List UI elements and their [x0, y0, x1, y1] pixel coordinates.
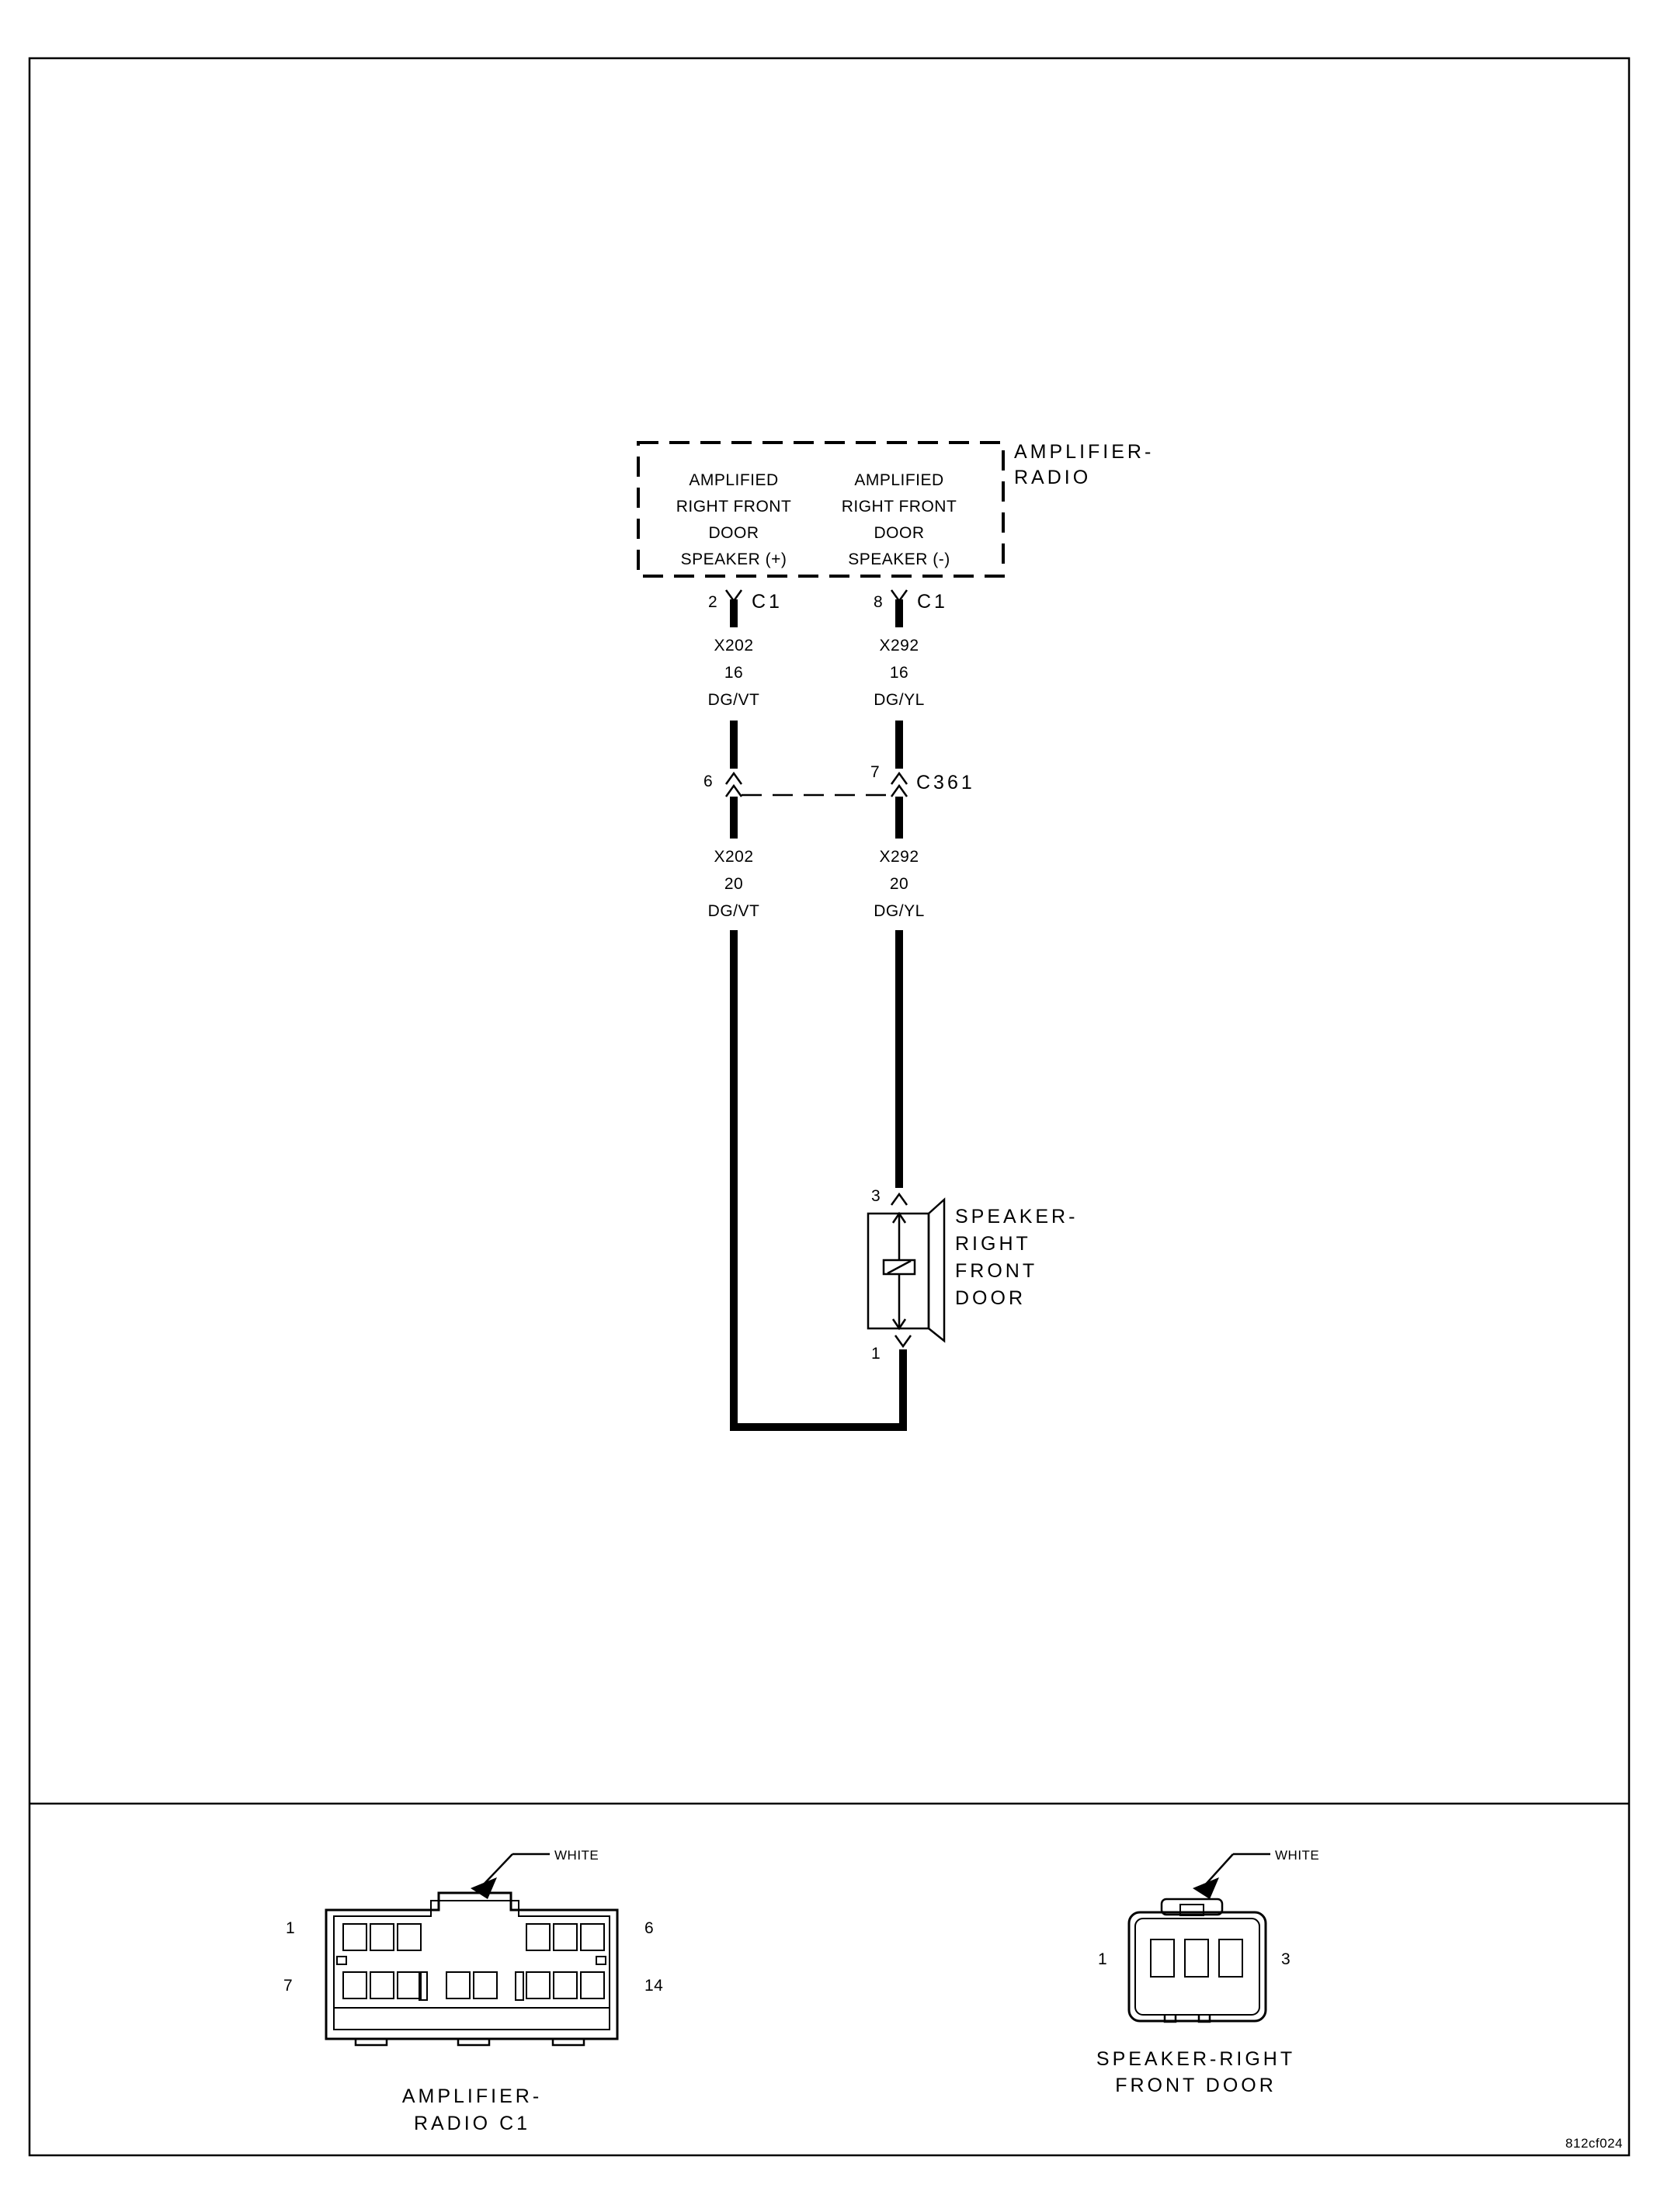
- svg-text:20: 20: [724, 875, 743, 893]
- speaker-right-front-door: 3 1 SPEAKER- RIGHT FRONT DOOR: [867, 1187, 1078, 1363]
- wire-label-x202-lower: X202 20 DG/VT: [708, 848, 760, 920]
- svg-text:RADIO C1: RADIO C1: [414, 2113, 530, 2134]
- svg-text:7: 7: [870, 763, 880, 781]
- svg-text:1: 1: [286, 1919, 295, 1937]
- wire-label-x292-upper: X292 16 DG/YL: [874, 637, 925, 709]
- module-pin-label-right: AMPLIFIED RIGHT FRONT DOOR SPEAKER (-): [842, 471, 957, 568]
- svg-text:DG/YL: DG/YL: [874, 902, 925, 920]
- svg-text:1: 1: [1098, 1950, 1107, 1968]
- svg-text:X202: X202: [714, 848, 753, 866]
- svg-text:C1: C1: [752, 591, 783, 613]
- module-pin-label-left: AMPLIFIED RIGHT FRONT DOOR SPEAKER (+): [676, 471, 792, 568]
- connector-view-speaker-right-front-door: WHITE 1 3 SPEAKER-RIGHT FRONT DOOR: [1096, 1848, 1319, 2096]
- svg-text:20: 20: [890, 875, 908, 893]
- svg-text:1: 1: [871, 1345, 881, 1363]
- svg-text:2: 2: [708, 593, 717, 611]
- svg-text:6: 6: [644, 1919, 654, 1937]
- module-pin-2-marker: 2 C1: [708, 589, 783, 613]
- svg-text:SPEAKER (-): SPEAKER (-): [848, 550, 950, 568]
- svg-text:6: 6: [703, 773, 713, 790]
- module-name-line-1: AMPLIFIER-: [1014, 441, 1154, 463]
- svg-text:3: 3: [1281, 1950, 1291, 1968]
- wire-label-x202-upper: X202 16 DG/VT: [708, 637, 760, 709]
- svg-text:FRONT DOOR: FRONT DOOR: [1115, 2075, 1277, 2096]
- svg-text:FRONT: FRONT: [955, 1260, 1037, 1282]
- wire-x202-run: [730, 930, 907, 1431]
- module-pin-8-marker: 8 C1: [874, 589, 948, 613]
- svg-text:AMPLIFIED: AMPLIFIED: [854, 471, 943, 489]
- svg-text:DOOR: DOOR: [955, 1287, 1026, 1309]
- page-frame: [28, 57, 1631, 2157]
- svg-text:AMPLIFIER-: AMPLIFIER-: [402, 2085, 542, 2107]
- svg-text:14: 14: [644, 1977, 663, 1995]
- svg-text:DOOR: DOOR: [874, 524, 925, 542]
- svg-text:3: 3: [871, 1187, 881, 1205]
- svg-text:RIGHT FRONT: RIGHT FRONT: [842, 498, 957, 516]
- svg-text:DG/VT: DG/VT: [708, 691, 760, 709]
- module-name-line-2: RADIO: [1014, 467, 1091, 488]
- svg-text:WHITE: WHITE: [554, 1848, 599, 1863]
- svg-text:8: 8: [874, 593, 883, 611]
- svg-text:16: 16: [890, 664, 908, 682]
- svg-text:7: 7: [283, 1977, 293, 1995]
- svg-text:SPEAKER-RIGHT: SPEAKER-RIGHT: [1096, 2048, 1295, 2070]
- svg-text:X292: X292: [879, 848, 919, 866]
- svg-text:X202: X202: [714, 637, 753, 655]
- svg-text:16: 16: [724, 664, 743, 682]
- svg-text:X292: X292: [879, 637, 919, 655]
- svg-text:AMPLIFIED: AMPLIFIED: [689, 471, 778, 489]
- svg-text:WHITE: WHITE: [1275, 1848, 1319, 1863]
- svg-text:DOOR: DOOR: [709, 524, 759, 542]
- c361-connector: 6 7 C361: [703, 763, 975, 797]
- svg-text:DG/YL: DG/YL: [874, 691, 925, 709]
- svg-text:DG/VT: DG/VT: [708, 902, 760, 920]
- svg-text:C361: C361: [916, 772, 975, 793]
- figure-code: 812cf024: [1565, 2136, 1623, 2151]
- svg-text:RIGHT FRONT: RIGHT FRONT: [676, 498, 792, 516]
- svg-text:SPEAKER (+): SPEAKER (+): [681, 550, 787, 568]
- svg-text:RIGHT: RIGHT: [955, 1233, 1031, 1255]
- svg-text:C1: C1: [917, 591, 948, 613]
- svg-text:SPEAKER-: SPEAKER-: [955, 1206, 1078, 1228]
- connector-view-amplifier-radio-c1: WHITE 1 6 7 14 AMPLI: [283, 1848, 663, 2134]
- wire-label-x292-lower: X292 20 DG/YL: [874, 848, 925, 920]
